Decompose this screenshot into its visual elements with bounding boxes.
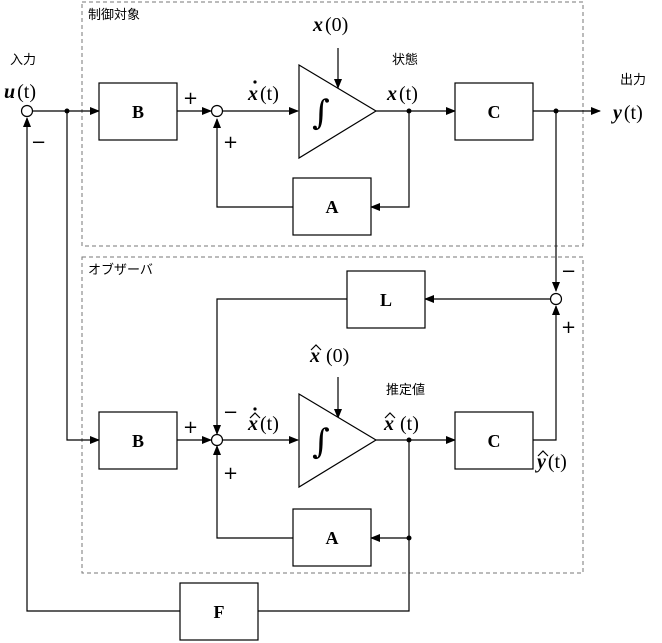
- input-title: 入力: [10, 53, 36, 68]
- integrator-top-symbol: ∫: [312, 93, 330, 133]
- a-block-bottom: [292, 508, 372, 567]
- wire-a-to-sum-top: [213, 118, 293, 208]
- signal-x0-label: x(0): [312, 14, 348, 36]
- input-sum-junction: [20, 104, 34, 118]
- l-block-label: L: [380, 290, 392, 310]
- integrator-bottom: [298, 392, 378, 489]
- observer-sum-junction: [210, 433, 224, 447]
- wire-u-to-b-bottom: [66, 111, 100, 444]
- signal-xhat0-label: x(0): [309, 345, 349, 367]
- wire-xhat-to-a-bottom: [370, 440, 410, 542]
- observer-group-frame: [81, 256, 584, 574]
- b-block-bottom: [98, 411, 178, 470]
- xdot-dot-mark: [253, 80, 257, 84]
- signal-xdot-label: x(t): [247, 83, 279, 105]
- wire-x-to-a-top: [370, 111, 410, 211]
- c-block-bottom-label: C: [488, 431, 501, 451]
- integrator-bottom-symbol: ∫: [312, 422, 330, 462]
- sign-minus-y: −: [561, 261, 576, 282]
- error-sum-junction: [549, 292, 563, 306]
- yhat-hat-mark: [537, 450, 549, 457]
- b-block-top-label: B: [132, 102, 144, 122]
- xhatdot-hat-mark: [249, 412, 261, 419]
- signal-y-label: y(t): [611, 102, 643, 124]
- f-block: [179, 582, 259, 641]
- c-block-top-label: C: [488, 102, 501, 122]
- sign-plus-a-bottom: +: [223, 463, 238, 484]
- wire-yhat-to-sum-l: [533, 305, 560, 441]
- signal-xhatdot-label: x(t): [247, 413, 279, 435]
- wire-xhat-to-f: [258, 538, 410, 612]
- c-block-top: [454, 82, 534, 141]
- plant-sum-junction: [210, 104, 224, 118]
- branch-dot-xhat: [406, 437, 412, 443]
- sign-minus-l: −: [223, 402, 238, 423]
- output-title: 出力: [620, 73, 646, 88]
- xhat-hat-mark: [384, 412, 396, 419]
- observer-group-label: オブザーバ: [88, 262, 153, 278]
- sign-plus-b-top: +: [183, 88, 198, 109]
- f-block-label: F: [214, 602, 225, 622]
- b-block-bottom-label: B: [132, 431, 144, 451]
- signal-yhat-label: y(t): [535, 451, 567, 473]
- branch-dot-x: [406, 108, 412, 114]
- branch-dot-u: [64, 108, 70, 114]
- sign-plus-yhat: +: [561, 317, 576, 338]
- wire-a-to-sum-bottom: [213, 445, 293, 539]
- sign-minus-input: −: [31, 132, 46, 153]
- estimate-title: 推定値: [386, 382, 425, 398]
- branch-dot-y: [553, 108, 559, 114]
- a-block-bottom-label: A: [326, 528, 339, 548]
- c-block-bottom: [454, 411, 534, 470]
- wire-l-to-sum-bottom: [213, 298, 347, 435]
- signal-xhat-label: x(t): [383, 413, 419, 435]
- plant-group-frame: [81, 1, 584, 247]
- state-title: 状態: [392, 52, 418, 68]
- a-block-top-label: A: [326, 197, 339, 217]
- wire-f-to-input-sum: [23, 117, 180, 612]
- b-block-top: [98, 82, 178, 141]
- xhatdot-dot-mark: [253, 407, 257, 411]
- integrator-top: [298, 63, 378, 160]
- branch-dot-xhat-f: [406, 535, 412, 541]
- plant-group-label: 制御対象: [88, 8, 140, 23]
- signal-x-label: x(t): [386, 83, 418, 105]
- sign-plus-b-bottom: +: [183, 417, 198, 438]
- xhat0-hat-mark: [310, 344, 322, 351]
- a-block-top: [292, 177, 372, 236]
- sign-plus-a-top: +: [223, 132, 238, 153]
- signal-u-label: u(t): [4, 81, 36, 103]
- l-block: [346, 270, 426, 329]
